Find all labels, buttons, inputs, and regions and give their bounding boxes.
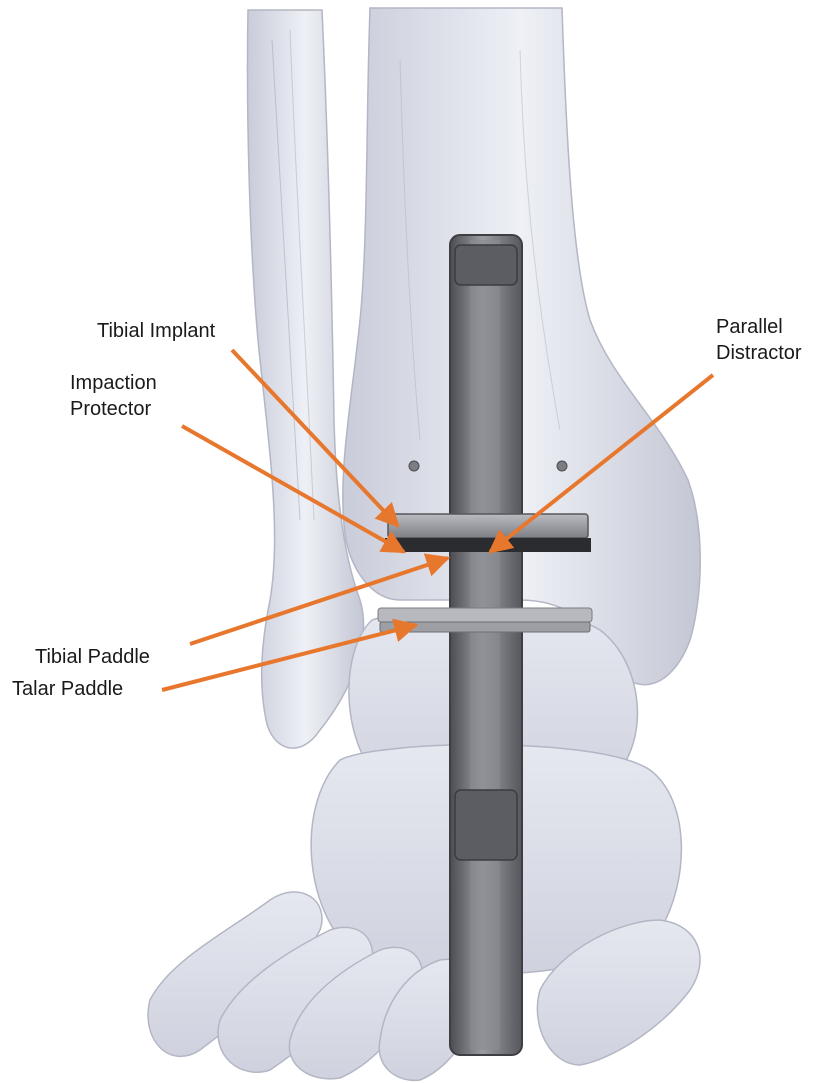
label-parallel-line2: Distractor <box>716 340 802 366</box>
label-impaction-protector: Impaction Protector <box>70 370 157 422</box>
label-talar-paddle: Talar Paddle <box>12 676 123 702</box>
label-tibial-paddle: Tibial Paddle <box>35 644 150 670</box>
label-impaction-line2: Protector <box>70 396 157 422</box>
distractor-lower-block <box>455 790 517 860</box>
label-impaction-line1: Impaction <box>70 370 157 396</box>
tibial-implant-plate <box>388 514 588 538</box>
impaction-protector <box>385 538 591 552</box>
label-tibial-implant: Tibial Implant <box>97 318 215 344</box>
screw-right <box>557 461 567 471</box>
label-parallel-line1: Parallel <box>716 314 802 340</box>
distractor-top-block <box>455 245 517 285</box>
tibial-paddle-plate <box>378 608 592 622</box>
screw-left <box>409 461 419 471</box>
fibula-bone <box>247 10 363 748</box>
label-parallel-distractor: Parallel Distractor <box>716 314 802 366</box>
